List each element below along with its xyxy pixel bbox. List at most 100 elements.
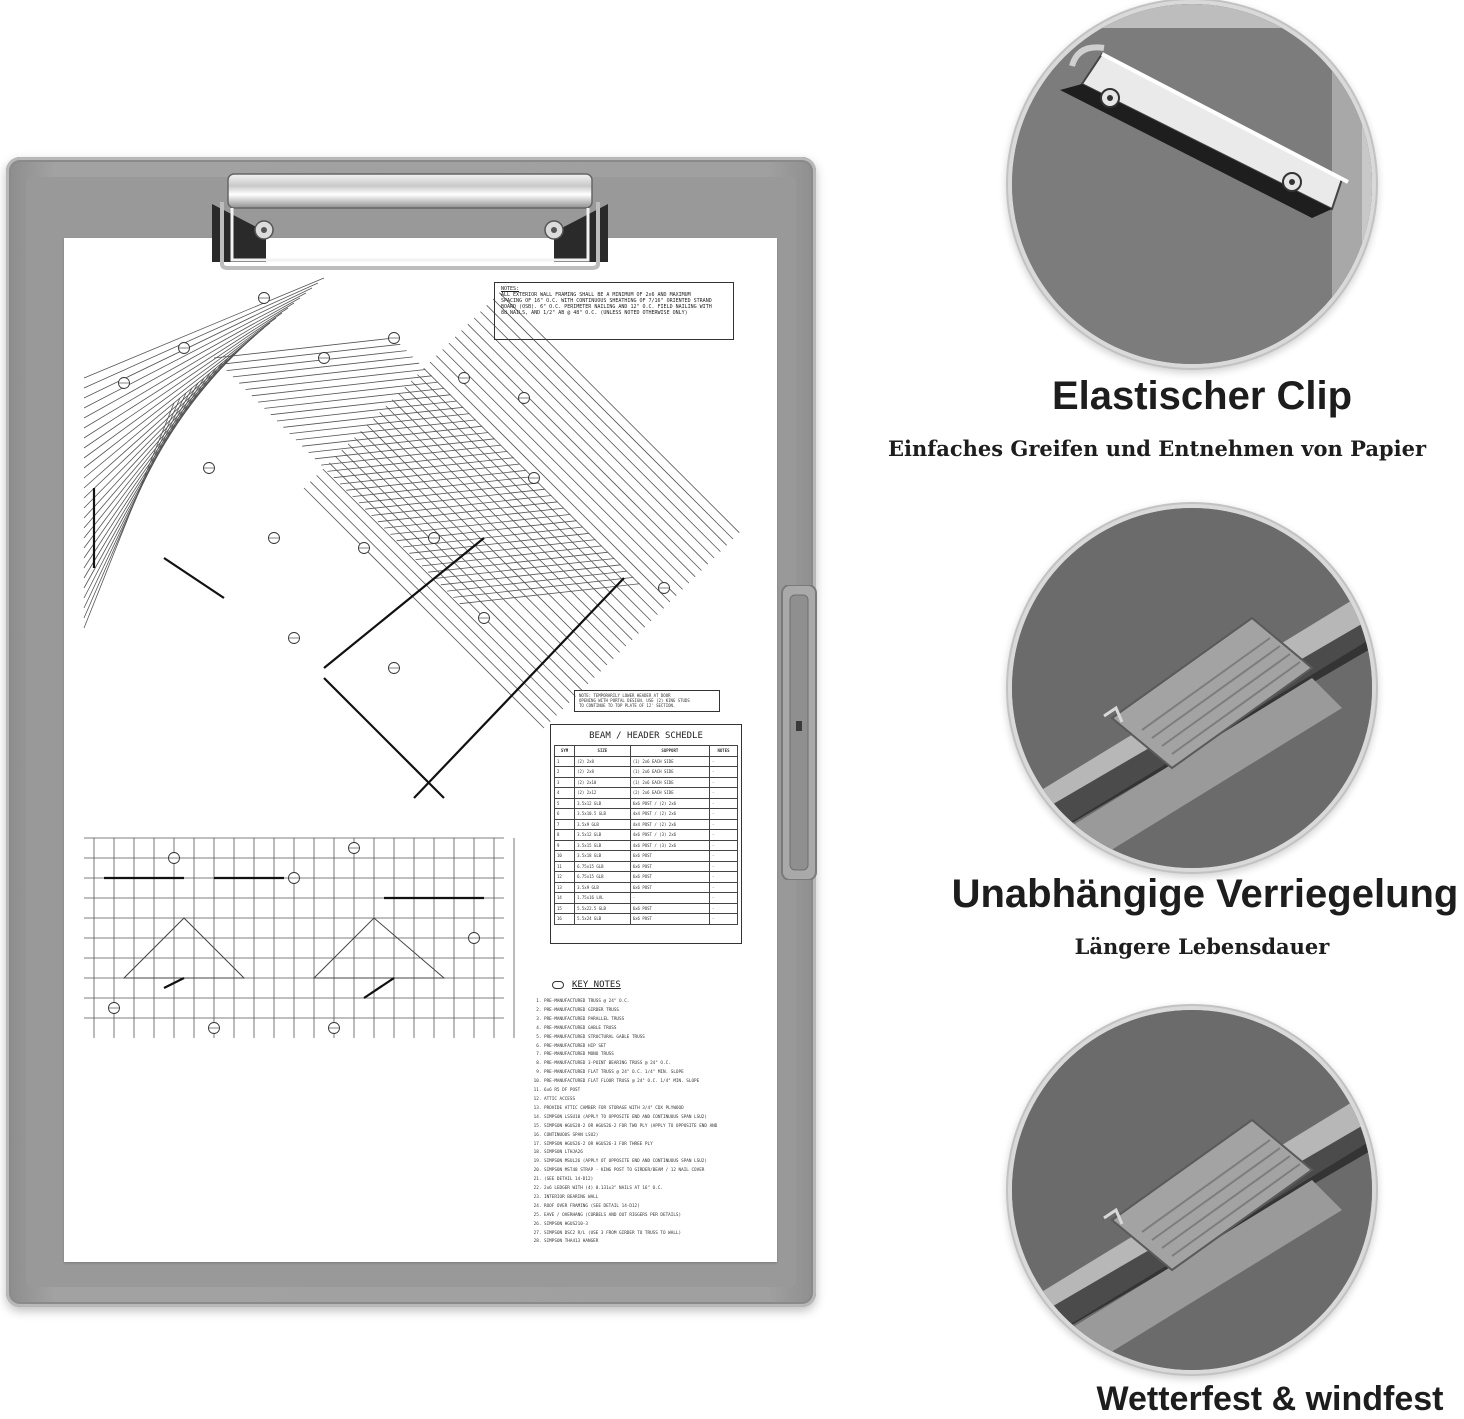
- schedule-cell: 6x6 POST: [629, 881, 711, 893]
- closed-latch-icon: [1012, 1010, 1372, 1370]
- key-note-item: PRE-MANUFACTURED GIRDER TRUSS: [544, 1007, 766, 1016]
- schedule-cell: (2) 2x12: [574, 787, 631, 799]
- schedule-header-cell: SIZE: [574, 745, 631, 757]
- schedule-cell: (1) 2x6 EACH SIDE: [629, 755, 711, 767]
- schedule-cell: -: [709, 913, 738, 925]
- key-notes: KEY NOTES PRE-MANUFACTURED TRUSS @ 24" O…: [526, 980, 766, 1247]
- key-note-item: EAVE / OVERHANG (CORBELS AND OUT RIGGERS…: [544, 1212, 766, 1221]
- beam-header-schedule: BEAM / HEADER SCHEDLE SYM SIZE SUPPORT N…: [550, 724, 742, 944]
- schedule-header-row: SYM SIZE SUPPORT NOTES: [553, 745, 738, 757]
- side-latch: [781, 585, 817, 880]
- key-note-item: SIMPSON MST48 STRAP - KING POST TO GIRDE…: [544, 1167, 766, 1176]
- key-note-item: 2x6 LEDGER WITH (4) 0.131x3" NAILS AT 16…: [544, 1185, 766, 1194]
- schedule-cell: 6.75x15 GLB: [574, 871, 631, 883]
- schedule-cell: -: [709, 860, 738, 872]
- latch-closeup-circle: [1012, 508, 1372, 868]
- schedule-row: 2(2) 2x8(1) 2x6 EACH SIDE-: [553, 766, 738, 778]
- side-latch-icon: [1012, 508, 1372, 868]
- schedule-cell: 3.5x9 GLB: [574, 881, 631, 893]
- schedule-cell: -: [709, 808, 738, 820]
- schedule-cell: -: [709, 881, 738, 893]
- notes-heading: NOTES:: [501, 286, 520, 292]
- schedule-cell: 11: [553, 860, 576, 872]
- feature-subtitle: Einfaches Greifen und Entnehmen von Papi…: [887, 436, 1427, 461]
- schedule-cell: 3: [553, 776, 576, 788]
- key-note-item: INTERIOR BEARING WALL: [544, 1194, 766, 1203]
- key-note-item: PROVIDE ATTIC CAMBER FOR STORAGE WITH 3/…: [544, 1105, 766, 1114]
- note-line: NOTE: TEMPORARILY LOWER HEADER AT DOOR: [579, 693, 671, 698]
- schedule-cell: 9: [553, 839, 576, 851]
- notes-line: ALL EXTERIOR WALL FRAMING SHALL BE A MIN…: [501, 292, 691, 298]
- schedule-cell: 7: [553, 818, 576, 830]
- schedule-title: BEAM / HEADER SCHEDLE: [589, 731, 703, 741]
- schedule-cell: -: [709, 871, 738, 883]
- schedule-cell: 3.5x12 GLB: [574, 797, 631, 809]
- schedule-row: 1(2) 2x8(1) 2x6 EACH SIDE-: [553, 755, 738, 767]
- key-note-item: PRE-MANUFACTURED FLAT TRUSS @ 24" O.C. 1…: [544, 1069, 766, 1078]
- schedule-cell: 6: [553, 808, 576, 820]
- schedule-cell: 6x6 POST: [629, 850, 711, 862]
- schedule-cell: -: [709, 839, 738, 851]
- notes-line: 8d NAILS, AND 1/2" AB @ 48" O.C. (UNLESS…: [501, 310, 688, 316]
- schedule-cell: 2: [553, 766, 576, 778]
- key-note-item: SIMPSON THA413 HANGER: [544, 1238, 766, 1247]
- schedule-cell: (2) 2x8: [574, 755, 631, 767]
- schedule-cell: (2) 2x6 EACH SIDE: [629, 787, 711, 799]
- schedule-cell: -: [709, 787, 738, 799]
- schedule-cell: 15: [553, 902, 576, 914]
- key-note-item: PRE-MANUFACTURED MONO TRUSS: [544, 1051, 766, 1060]
- note-line: OPENING WITH PORTAL DESIGN. USE (2) KING…: [579, 698, 690, 703]
- schedule-cell: 6x6 POST: [629, 913, 711, 925]
- schedule-cell: 6.75x15 GLB: [574, 860, 631, 872]
- schedule-cell: (2) 2x10: [574, 776, 631, 788]
- key-note-item: SIMPSON HGUS210-3: [544, 1221, 766, 1230]
- schedule-cell: 6x6 POST: [629, 860, 711, 872]
- schedule-cell: -: [709, 766, 738, 778]
- schedule-cell: 16: [553, 913, 576, 925]
- schedule-cell: 6x6 POST: [629, 871, 711, 883]
- schedule-header-cell: SUPPORT: [629, 745, 711, 757]
- schedule-cell: 10: [553, 850, 576, 862]
- key-note-item: ROOF OVER FRAMING (SEE DETAIL 14-D12): [544, 1203, 766, 1212]
- note-line: TO CONTINUE TO TOP PLATE OF 12' SECTION.: [579, 703, 676, 708]
- schedule-cell: -: [709, 755, 738, 767]
- key-note-item: PRE-MANUFACTURED GABLE TRUSS: [544, 1025, 766, 1034]
- schedule-cell: 3.5x9 GLB: [574, 818, 631, 830]
- key-note-item: 6x6 R5 DF POST: [544, 1087, 766, 1096]
- key-notes-list: PRE-MANUFACTURED TRUSS @ 24" O.C.PRE-MAN…: [526, 998, 766, 1247]
- key-note-item: SIMPSON LTHJA26: [544, 1149, 766, 1158]
- key-note-item: SIMPSON MSUL26 (APPLY OT OPPOSITE END AN…: [544, 1158, 766, 1167]
- schedule-cell: 13: [553, 881, 576, 893]
- blueprint-paper: NOTES: ALL EXTERIOR WALL FRAMING SHALL B…: [64, 238, 777, 1262]
- schedule-cell: (2) 2x8: [574, 766, 631, 778]
- schedule-cell: -: [709, 892, 738, 904]
- schedule-cell: -: [709, 902, 738, 914]
- schedule-cell: 4x4 POST / (2) 2x6: [629, 808, 711, 820]
- key-note-item: ATTIC ACCESS: [544, 1096, 766, 1105]
- schedule-cell: 1.75x16 LVL: [574, 892, 631, 904]
- key-note-item: PRE-MANUFACTURED HIP SET: [544, 1043, 766, 1052]
- schedule-cell: (1) 2x6 EACH SIDE: [629, 776, 711, 788]
- key-note-item: CONTINUOUS SPAN LSU2): [544, 1132, 766, 1141]
- schedule-cell: -: [709, 776, 738, 788]
- feature-title: Elastischer Clip: [1051, 374, 1353, 418]
- key-note-item: SIMPSON HGUS28-2 OR HGUS26-2 FOR TWO PLY…: [544, 1123, 766, 1132]
- schedule-header-cell: NOTES: [709, 745, 738, 757]
- schedule-cell: 12: [553, 871, 576, 883]
- door-header-note: NOTE: TEMPORARILY LOWER HEADER AT DOOR O…: [574, 690, 720, 712]
- schedule-cell: 5: [553, 797, 576, 809]
- feature-title: Wetterfest & windfest: [1096, 1380, 1444, 1418]
- key-note-item: PRE-MANUFACTURED TRUSS @ 24" O.C.: [544, 998, 766, 1007]
- key-note-item: PRE-MANUFACTURED PARALLEL TRUSS: [544, 1016, 766, 1025]
- schedule-cell: 3.5x18 GLB: [574, 850, 631, 862]
- notes-line: BOARD (OSB). 6" O.C. PERIMETER NAILING A…: [501, 304, 712, 310]
- schedule-cell: -: [709, 797, 738, 809]
- key-note-item: PRE-MANUFACTURED FLAT FLOOR TRUSS @ 24" …: [544, 1078, 766, 1087]
